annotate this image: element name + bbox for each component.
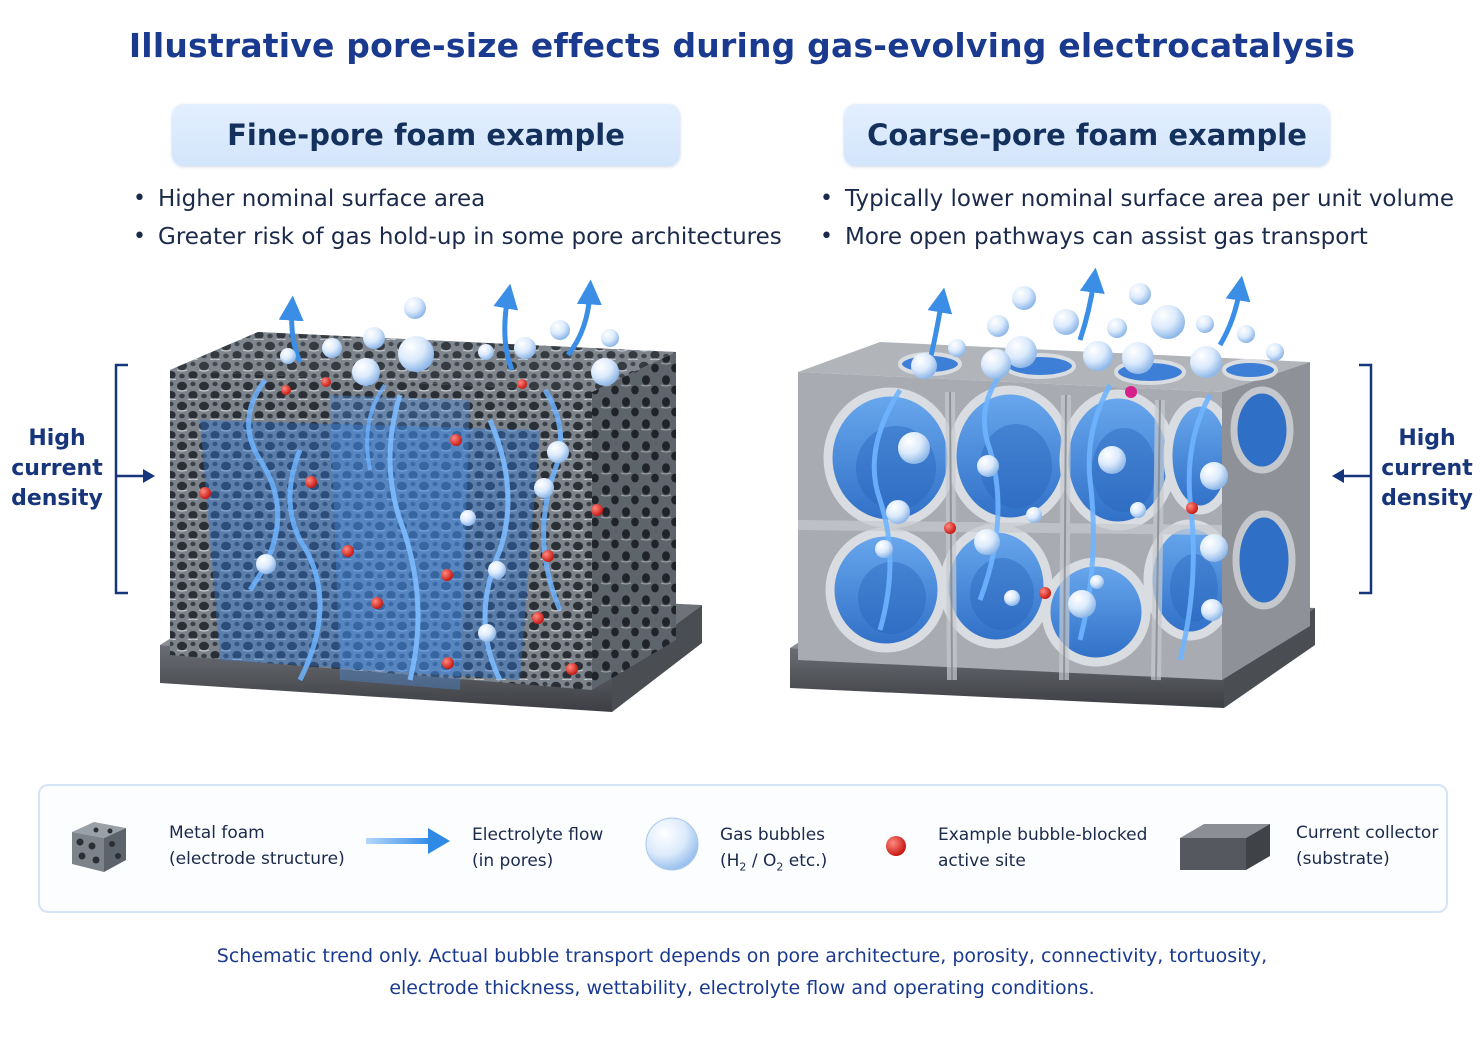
left-current-density-label: High current density (11, 426, 103, 511)
metal-foam-icon (72, 822, 126, 872)
footnote-line-1: Schematic trend only. Actual bubble tran… (216, 945, 1268, 967)
coarse-pore-bullet: Typically lower nominal surface area per… (818, 180, 1454, 218)
coarse-pore-heading: Coarse-pore foam example (844, 104, 1330, 166)
left-substrate-side (612, 605, 702, 712)
coarse-pore-foam-block (790, 267, 1315, 708)
coarse-pore-bullet: More open pathways can assist gas transp… (818, 218, 1454, 256)
page-title: Illustrative pore-size effects during ga… (128, 26, 1356, 65)
fine-pore-foam-block (160, 279, 702, 712)
right-current-density-label: High current density (1381, 426, 1473, 511)
footnote-line-2: electrode thickness, wettability, electr… (389, 977, 1095, 999)
legend-blocked-site: Example bubble-blocked active site (938, 825, 1148, 871)
electrolyte-flow-arrow-icon (366, 828, 450, 854)
legend-metal-foam: Metal foam (electrode structure) (169, 823, 345, 869)
fine-pore-bullets: Higher nominal surface area Greater risk… (131, 180, 782, 256)
right-current-bracket (1332, 363, 1373, 595)
legend-electrolyte-flow: Electrolyte flow (in pores) (472, 825, 604, 871)
blocked-site-icon (886, 836, 906, 856)
legend-current-collector: Current collector (substrate) (1296, 823, 1439, 869)
fine-pore-bullet: Greater risk of gas hold-up in some pore… (131, 218, 782, 256)
fine-pore-bullet: Higher nominal surface area (131, 180, 782, 218)
gas-bubble-icon (645, 817, 699, 871)
legend-box: Metal foam (electrode structure) Electro… (38, 784, 1448, 913)
left-current-bracket (114, 363, 155, 595)
left-foam-side (592, 352, 676, 690)
coarse-pore-bullets: Typically lower nominal surface area per… (818, 180, 1454, 256)
fine-pore-heading: Fine-pore foam example (172, 104, 680, 166)
legend-gas-bubbles: Gas bubbles (H2 / O2 etc.) (720, 825, 828, 874)
current-collector-icon (1180, 824, 1270, 870)
foam-diagram (114, 267, 1373, 712)
